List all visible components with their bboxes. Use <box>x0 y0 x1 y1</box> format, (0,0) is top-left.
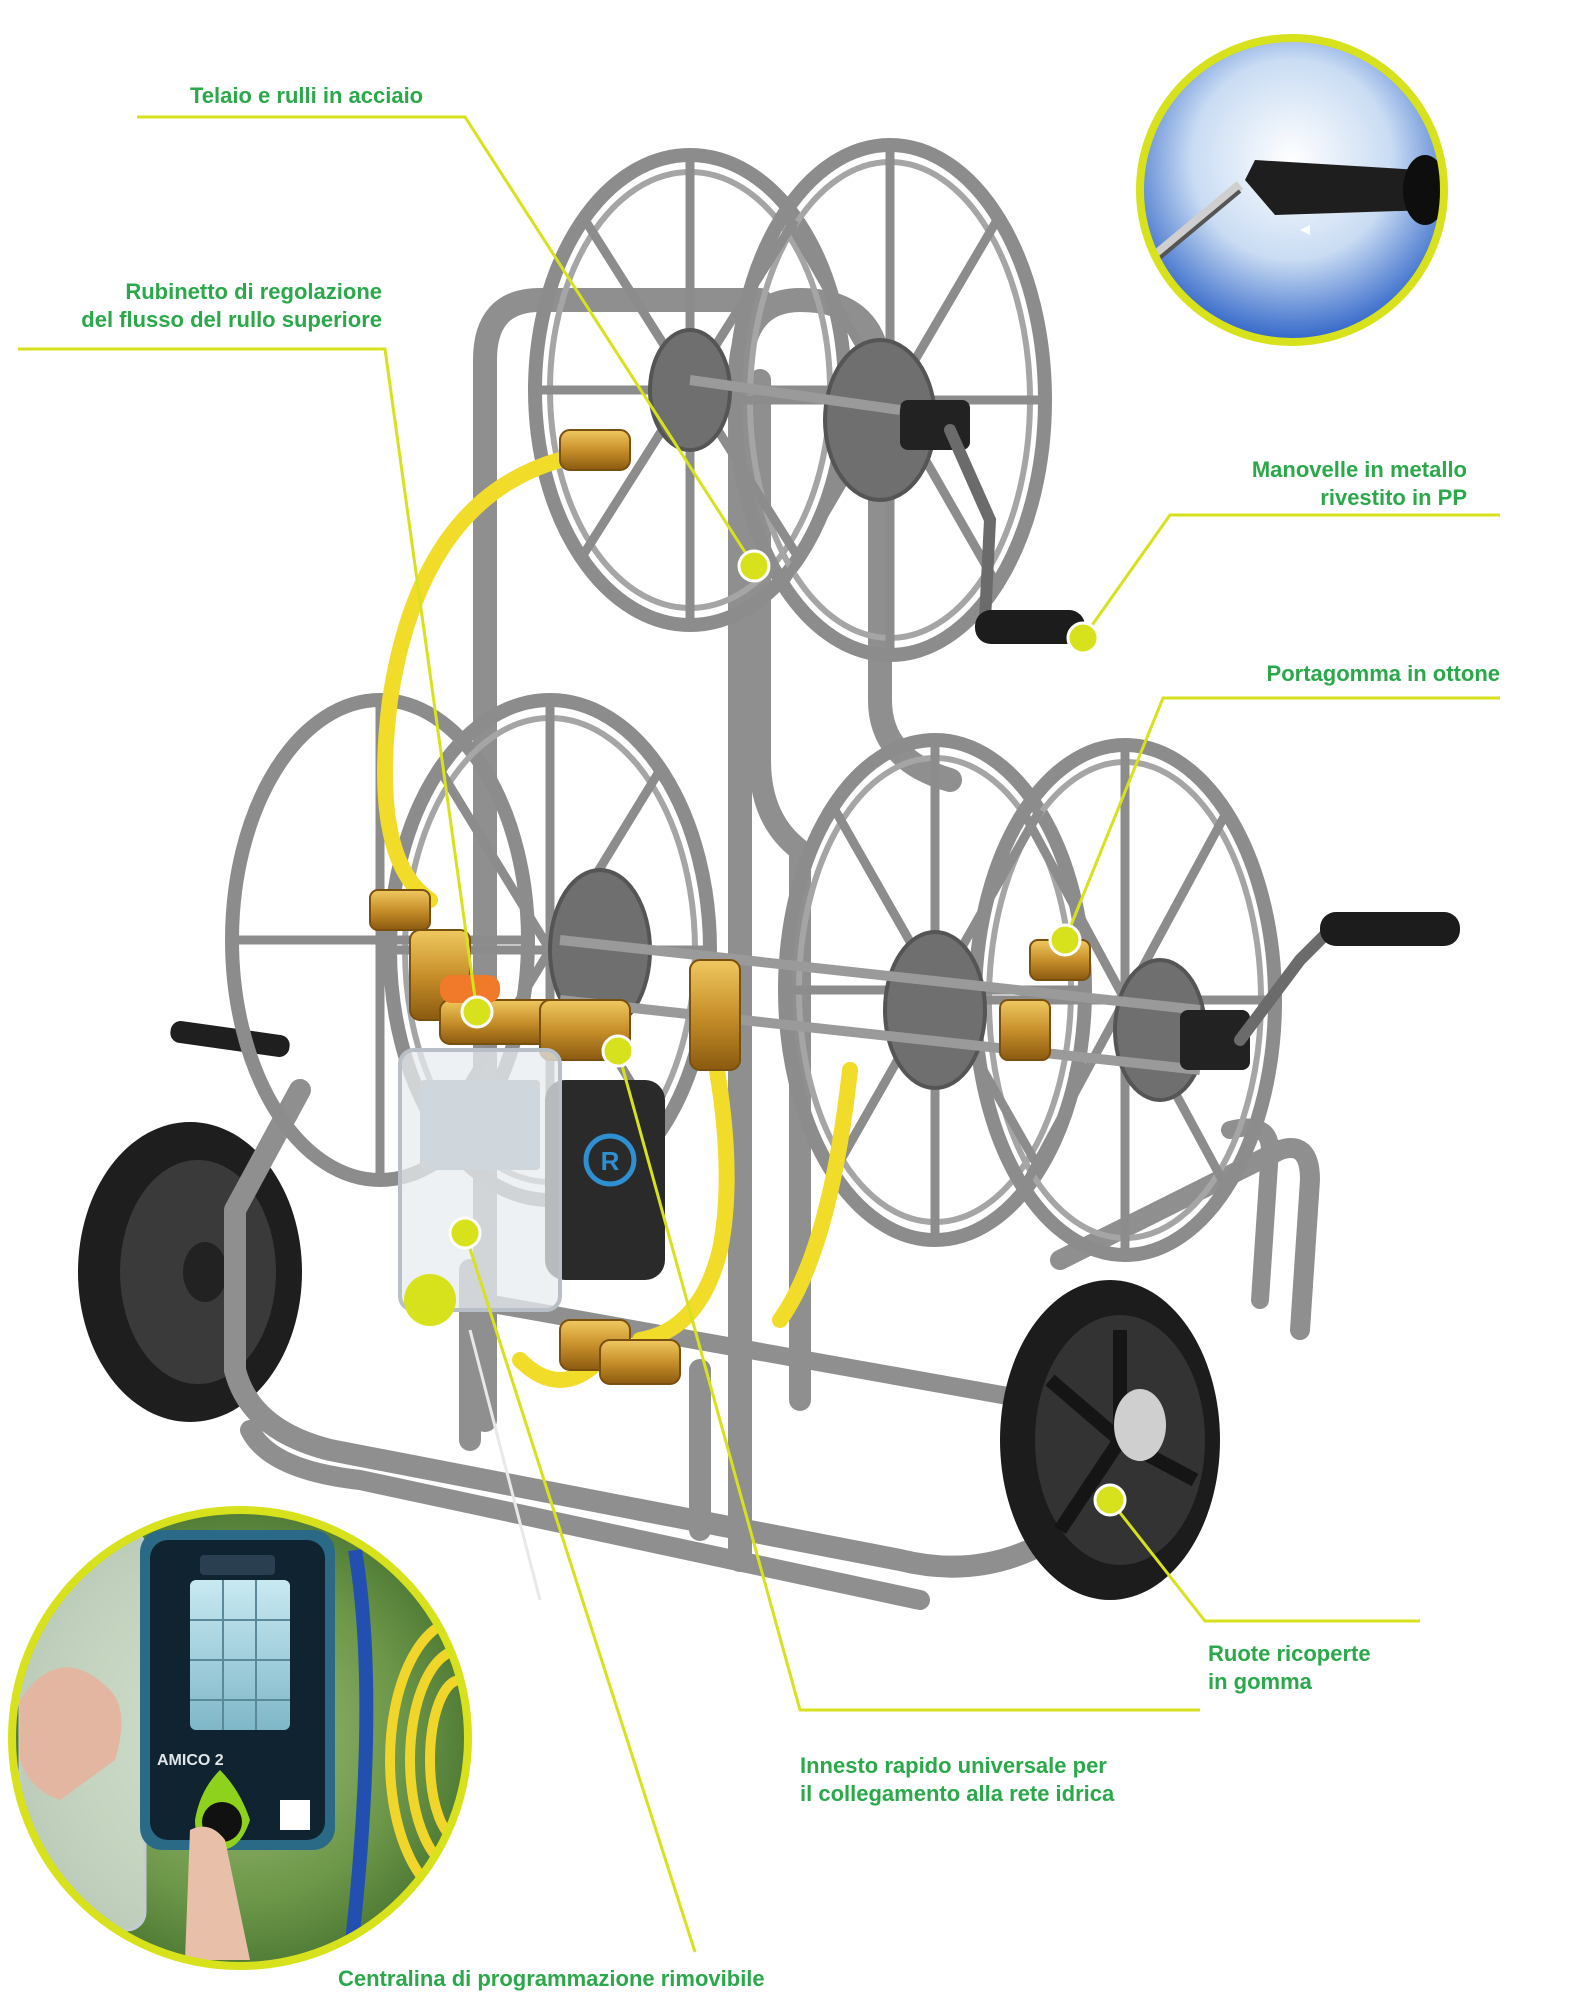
label-portagomma: Portagomma in ottone <box>1266 661 1500 686</box>
leader-cable <box>468 1329 542 1601</box>
leader-ruote <box>1108 1499 1420 1623</box>
crank-handle-inset <box>1136 34 1448 346</box>
controller-brand-mark: R <box>601 1146 620 1176</box>
top-reels <box>528 138 1052 662</box>
leader-lines <box>18 115 1500 1953</box>
steel-frame <box>224 288 1320 1610</box>
label-manovelle: Manovelle in metallo rivestito in PP <box>1251 457 1467 510</box>
leader-centralina <box>463 1232 697 1953</box>
leader-manovelle <box>1081 513 1500 639</box>
leader-dots <box>448 549 1127 1517</box>
label-innesto: Innesto rapido universale per il collega… <box>800 1753 1115 1806</box>
dot-innesto <box>601 1034 635 1068</box>
dot-ruote <box>1093 1483 1127 1517</box>
top-crank <box>900 400 1085 644</box>
leader-innesto <box>616 1050 1200 1712</box>
inset-controller-brand: AMICO 2 <box>157 1752 224 1769</box>
orange-tap <box>440 975 500 1003</box>
dot-portagomma <box>1048 923 1082 957</box>
label-rubinetto: Rubinetto di regolazione del flusso del … <box>81 279 382 332</box>
dot-manovelle <box>1066 621 1100 655</box>
label-centralina: Centralina di programmazione rimovibile <box>338 1966 765 1991</box>
controller-inset: AMICO 2 <box>8 1506 472 1970</box>
dot-rubinetto <box>460 995 494 1029</box>
label-ruote: Ruote ricoperte in gomma <box>1208 1641 1371 1694</box>
leader-portagomma <box>1063 696 1500 941</box>
leader-telaio <box>137 115 756 567</box>
dot-telaio <box>737 549 771 583</box>
leader-rubinetto <box>18 347 479 1013</box>
dot-centralina <box>448 1216 482 1250</box>
right-crank <box>1180 912 1460 1070</box>
right-wheel <box>1000 1280 1220 1600</box>
label-telaio: Telaio e rulli in acciaio <box>190 83 424 108</box>
controller-unit: R <box>398 1048 665 1326</box>
bottom-right-reels <box>778 733 1282 1262</box>
hose-reel-cart: R <box>78 138 1460 1610</box>
